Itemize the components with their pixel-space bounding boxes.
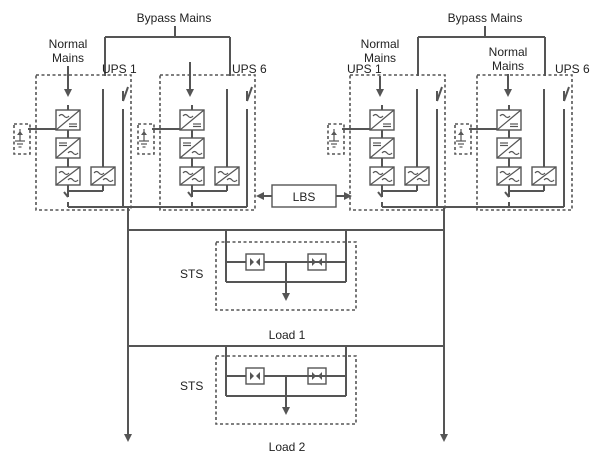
ups-1-left-module: [14, 75, 131, 210]
ups-6-right-label: UPS 6: [555, 62, 590, 76]
sts-1-label: STS: [180, 267, 203, 281]
normal-mains-left-label-1: Normal: [49, 37, 88, 51]
ups-1-right-label: UPS 1: [347, 62, 382, 76]
normal-mains-right-a-label-2: Mains: [364, 51, 396, 65]
sts-2-label: STS: [180, 379, 203, 393]
load-1-label: Load 1: [269, 328, 306, 342]
lbs-label: LBS: [293, 190, 316, 204]
normal-mains-right-b-label-1: Normal: [489, 45, 528, 59]
ups-6-left-module: [138, 75, 255, 210]
load-2-label: Load 2: [269, 440, 306, 454]
ups-6-left-label: UPS 6: [232, 62, 267, 76]
bypass-mains-left-label: Bypass Mains: [137, 11, 212, 25]
normal-mains-right-b-label-2: Mains: [492, 59, 524, 73]
normal-mains-right-a-label-1: Normal: [361, 37, 400, 51]
sts-2-module: [215, 355, 357, 425]
normal-mains-left-label-2: Mains: [52, 51, 84, 65]
sts-1-module: [215, 241, 357, 311]
ups-1-left-label: UPS 1: [102, 62, 137, 76]
bypass-mains-right-label: Bypass Mains: [448, 11, 523, 25]
ups-6-right-module: [455, 75, 572, 210]
ups-1-right-module: [328, 75, 445, 210]
